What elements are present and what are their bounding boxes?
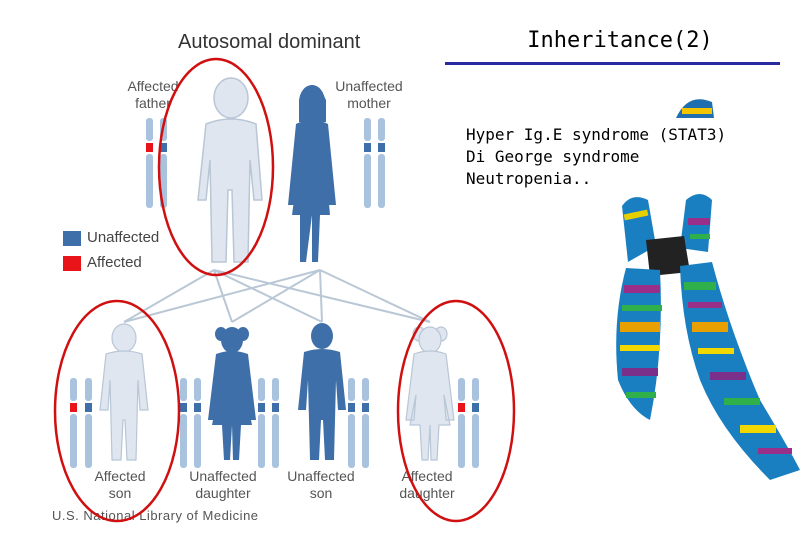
legend-unaffected-label: Unaffected [87,229,160,246]
child4-chromosomes [458,378,479,468]
child3-figure [298,323,346,460]
child1-figure [99,323,149,461]
child3-chromosomes [348,378,369,468]
slide-title: Inheritance(2) [527,28,713,53]
child2-label-line2: daughter [195,485,251,501]
mother-chromosomes [364,118,385,208]
title-underline [445,62,780,65]
affected-swatch [63,255,81,271]
highlight-circles [53,57,516,523]
child3-label: Unaffected son [266,468,376,502]
child1-label-line2: son [108,485,132,501]
father-label-line2: father [135,95,171,111]
condition-item: Neutropenia.. [466,169,592,188]
legend-unaffected: Unaffected [63,229,159,246]
father-chromosomes [146,118,167,208]
child1-chromosomes [70,378,92,468]
child2-label-line1: Unaffected [189,468,257,484]
diagram-title: Autosomal dominant [178,31,361,53]
child2-label: Unaffected daughter [168,468,278,502]
child2-figure [208,327,256,460]
child4-label-line2: daughter [399,485,455,501]
conditions-list: Hyper Ig.E syndrome (STAT3) Di George sy… [466,124,726,190]
child1-highlight-circle [53,299,181,523]
mother-label: Unaffected mother [314,78,424,112]
legend-affected-label: Affected [87,254,142,271]
connection-lines [123,269,431,323]
child4-figure [405,326,455,461]
child3-label-line2: son [309,485,333,501]
child1-label-line1: Affected [94,468,146,484]
mother-figure [288,85,336,262]
mother-label-line1: Unaffected [335,78,403,94]
father-highlight-circle [157,57,275,277]
condition-item: Di George syndrome [466,147,640,166]
legend-affected: Affected [63,254,142,271]
unaffected-swatch [63,230,81,246]
child1-label: Affected son [65,468,175,502]
condition-item: Hyper Ig.E syndrome (STAT3) [466,125,727,144]
child4-label-line1: Affected [401,468,453,484]
father-label: Affected father [98,78,208,112]
child3-label-line1: Unaffected [287,468,355,484]
chromosome-illustration [616,99,800,480]
child4-label: Affected daughter [372,468,482,502]
father-label-line1: Affected [127,78,179,94]
child4-highlight-circle [396,299,516,523]
father-figure [197,77,263,263]
mother-label-line2: mother [347,95,391,111]
